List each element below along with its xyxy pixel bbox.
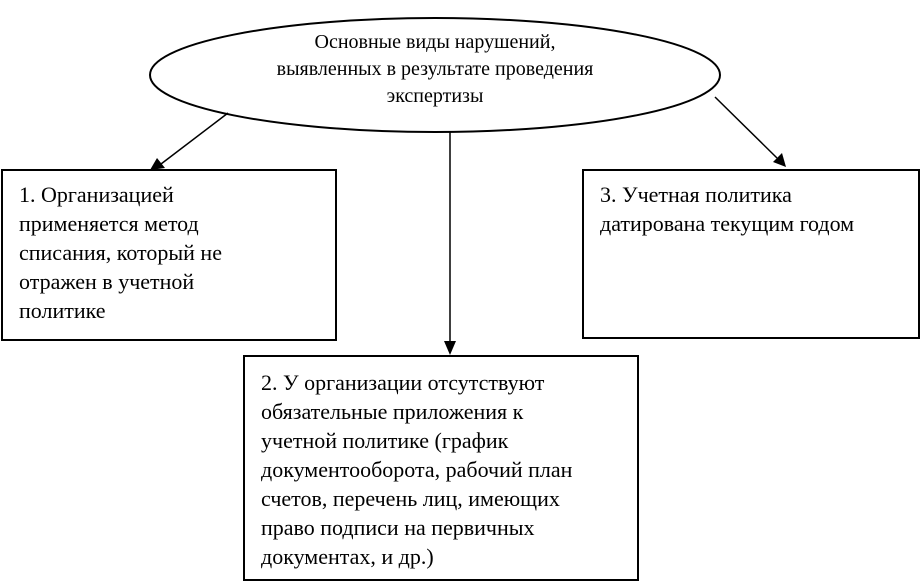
violation-text-3: 3. Учетная политика датирована текущим г…	[600, 182, 855, 236]
violation-text-1: 1. Организацией применяется метод списан…	[19, 182, 222, 323]
arrowhead-box2	[444, 341, 456, 355]
connector-to-box1	[160, 112, 229, 165]
violation-box-1: 1. Организацией применяется метод списан…	[1, 169, 337, 341]
arrowhead-box1	[150, 158, 165, 170]
violation-text-2: 2. У организации отсутствуют обязательны…	[261, 370, 573, 569]
center-title: Основные виды нарушений, выявленных в ре…	[276, 31, 594, 107]
violation-box-2: 2. У организации отсутствуют обязательны…	[243, 355, 639, 581]
arrowhead-box3	[773, 153, 786, 167]
center-ellipse	[149, 17, 721, 133]
violation-box-3: 3. Учетная политика датирована текущим г…	[582, 169, 920, 339]
connector-to-box3	[714, 96, 778, 159]
